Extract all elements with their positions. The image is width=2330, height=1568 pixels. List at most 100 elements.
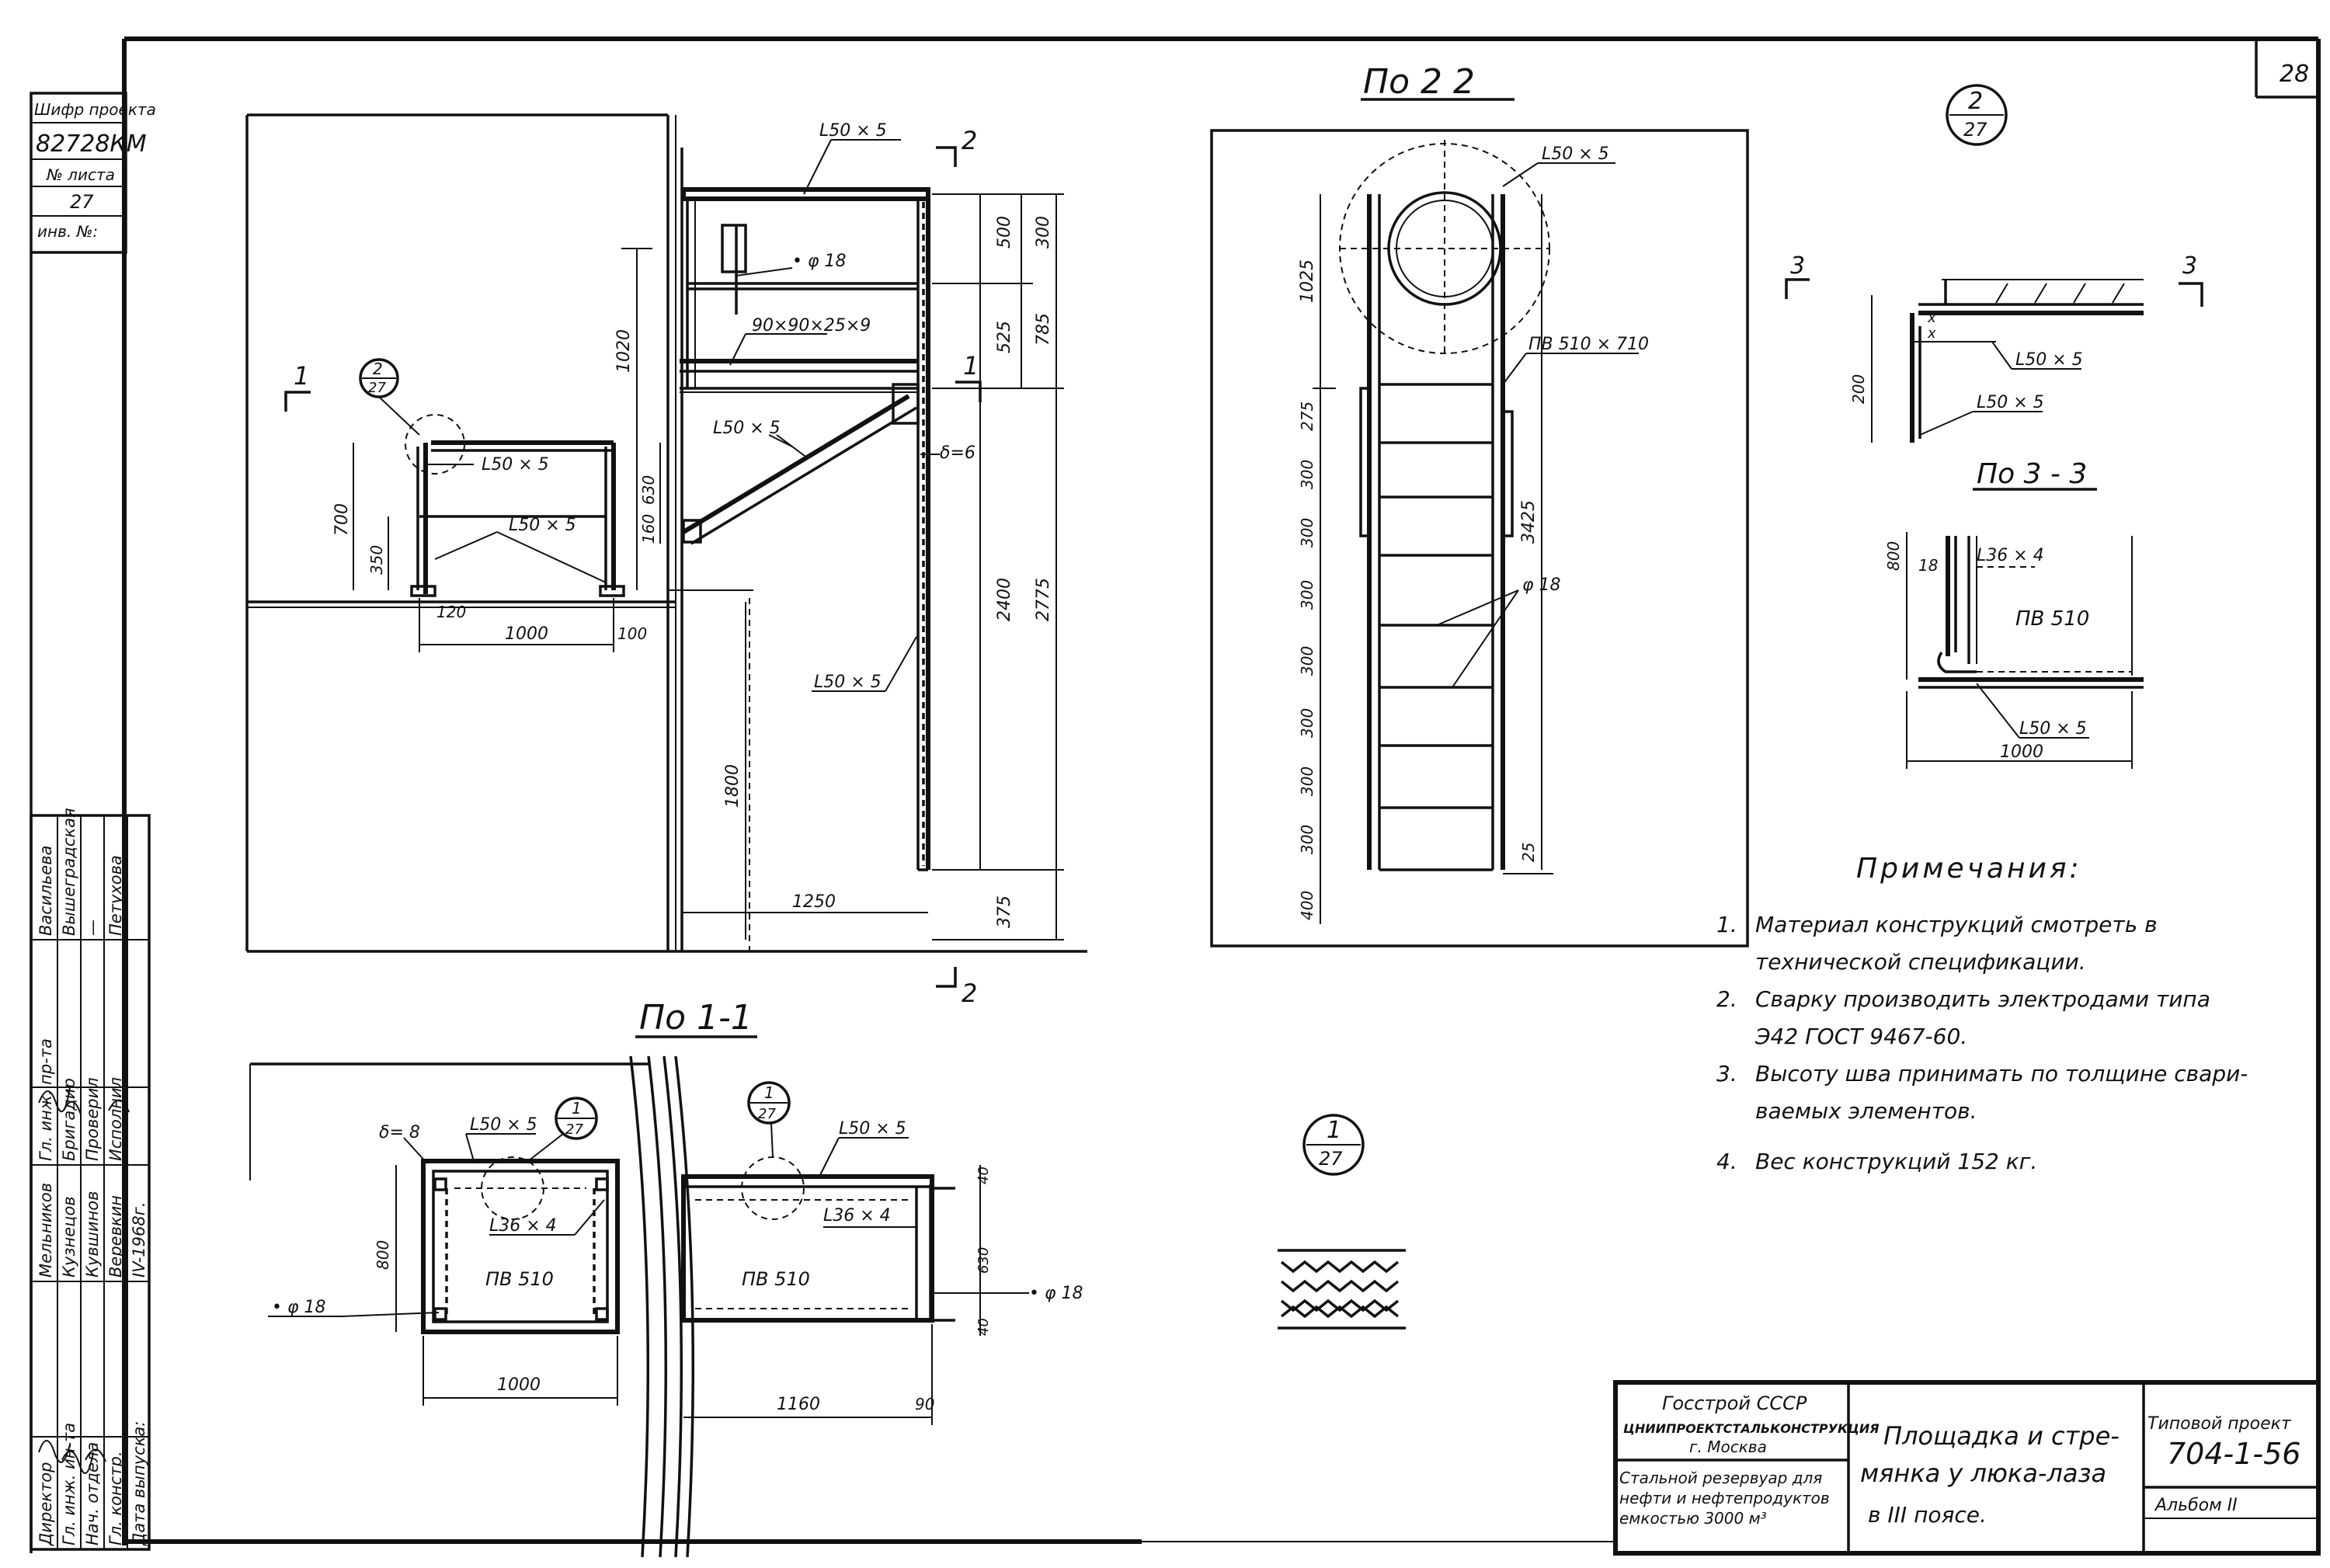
approval-name-2: Кувшинов <box>83 1191 102 1278</box>
approval-role-0: Директор <box>37 1462 55 1546</box>
stamp-sheet-no: 27 <box>70 191 94 213</box>
dim-525: 525 <box>995 321 1014 353</box>
approval-name-0: Мельников <box>37 1183 55 1278</box>
sec11-callout-a-den: 27 <box>565 1121 583 1138</box>
dim-2-2-300c: 300 <box>1298 580 1316 610</box>
dim-2-2-300d: 300 <box>1298 646 1316 676</box>
callout-den: 27 <box>368 380 386 396</box>
weld-mark: x <box>1927 310 1936 326</box>
approval-name-6: Вышеградская <box>60 808 78 936</box>
label-rail: L50 × 5 <box>482 455 549 475</box>
sec11-dim-40a: 40 <box>975 1166 992 1184</box>
dim-300: 300 <box>1034 216 1053 249</box>
dim-500: 500 <box>995 216 1014 249</box>
notes: Примечания: 1. Материал конструкций смот… <box>1716 853 2248 1174</box>
dim-785: 785 <box>1034 313 1053 346</box>
tb-org2: ЦНИИПРОЕКТСТАЛЬКОНСТРУКЦИЯ <box>1623 1421 1880 1436</box>
sec11-dim-1160: 1160 <box>777 1395 820 1414</box>
sec11-grating-b: ПВ 510 <box>742 1268 810 1290</box>
sheet-number: 28 <box>2280 61 2309 88</box>
tb-album: Альбом II <box>2154 1496 2238 1515</box>
detail-2-den: 27 <box>1963 119 1987 141</box>
detail-1-den: 27 <box>1319 1148 1343 1170</box>
note-2-line-2: Э42 ГОСТ 9467-60. <box>1754 1024 1967 1049</box>
approval-name-7: — <box>83 920 102 936</box>
sec11-rod-a: • φ 18 <box>272 1298 325 1317</box>
approval-name-1: Кузнецов <box>60 1196 78 1278</box>
side-stamp: Шифр проекта 82728КМ № листа 27 инв. №: <box>30 92 156 1553</box>
grating-pattern <box>1278 1249 1406 1330</box>
sec11-grating-a: ПВ 510 <box>485 1268 554 1290</box>
sec11-callout-a-num: 1 <box>572 1099 582 1118</box>
approval-role-3: Гл. констр. <box>106 1451 125 1545</box>
cut-mark-1-left: 1 <box>294 361 309 391</box>
detail-2-angle-top: L50 × 5 <box>2015 350 2083 370</box>
tb-drawing2: мянка у люка-лаза <box>1860 1458 2106 1488</box>
dim-2-2-3425: 3425 <box>1519 500 1539 544</box>
approval-name-5: Васильева <box>37 846 55 936</box>
sheet-frame: 28 <box>122 37 2321 1553</box>
note-3-line-1: Высоту шва принимать по толщине свари- <box>1755 1061 2248 1086</box>
approval-role-7: Проверил <box>83 1077 102 1161</box>
dim-120: 120 <box>436 603 466 621</box>
cut-mark-1-right: 1 <box>963 351 979 381</box>
callout-num: 2 <box>373 360 383 378</box>
sec11-dim-40b: 40 <box>975 1318 992 1336</box>
dim-2775: 2775 <box>1034 578 1053 621</box>
approval-strip: Директор Гл. инж. ин-та Нач. отдела Гл. … <box>30 808 151 1551</box>
approval-role-8: Исполнил <box>106 1077 125 1161</box>
sec11-angle-a: L50 × 5 <box>470 1115 537 1135</box>
label-grating-2-2: ПВ 510 × 710 <box>1528 335 1649 354</box>
label-angle-2-2: L50 × 5 <box>1542 144 1609 164</box>
label-bracket: 90×90×25×9 <box>752 316 871 336</box>
weld-mark: x <box>1927 325 1936 342</box>
dim-375: 375 <box>995 895 1014 928</box>
note-4-num: 4. <box>1716 1149 1737 1174</box>
sec33-dim-1000: 1000 <box>2000 742 2043 762</box>
note-3-num: 3. <box>1716 1061 1737 1086</box>
label-top-angle: L50 × 5 <box>819 121 887 141</box>
signature-mark <box>38 1440 106 1474</box>
detail-2-cut-left: 3 <box>1790 252 1805 280</box>
dim-1020: 1020 <box>614 329 634 373</box>
tb-typical-label: Типовой проект <box>2147 1414 2292 1434</box>
dim-630: 630 <box>639 475 658 505</box>
dim-2400: 2400 <box>995 578 1014 621</box>
sec11-dim-630: 630 <box>975 1247 992 1274</box>
tb-drawing3: в III поясе. <box>1868 1502 1987 1528</box>
dim-2-2-300a: 300 <box>1298 460 1316 489</box>
sec33-grating: ПВ 510 <box>2015 607 2089 631</box>
cut-mark-2-top: 2 <box>962 126 977 155</box>
section-1-1: По 1-1 1 27 1 <box>249 998 1083 1558</box>
dim-1800: 1800 <box>723 764 742 808</box>
sec33-angle-small: L36 × 4 <box>1977 546 2044 565</box>
dim-350: 350 <box>367 545 386 575</box>
approval-name-4: IV-1968г. <box>130 1202 148 1278</box>
dim-2-2-275: 275 <box>1298 402 1316 431</box>
note-4-line-1: Вес конструкций 152 кг. <box>1755 1149 2037 1174</box>
sec11-dim-1000: 1000 <box>497 1375 541 1395</box>
approval-role-4: Дата выпуска: <box>130 1421 148 1546</box>
section-1-1-title: По 1-1 <box>639 998 753 1038</box>
dim-2-2-300f: 300 <box>1298 767 1316 796</box>
note-1-line-1: Материал конструкций смотреть в <box>1755 912 2158 937</box>
label-rod: • φ 18 <box>792 252 846 271</box>
dim-2-2-25: 25 <box>1519 843 1538 862</box>
sec11-callout-b-den: 27 <box>758 1106 776 1122</box>
note-3-line-2: ваемых элементов. <box>1755 1098 1977 1124</box>
cut-mark-2-bottom: 2 <box>962 979 977 1008</box>
sec33-dim-18: 18 <box>1918 556 1938 575</box>
sec11-angle-small-b: L36 × 4 <box>823 1206 891 1226</box>
label-platform-rail: L50 × 5 <box>509 516 576 535</box>
sec11-rod-b: • φ 18 <box>1029 1284 1083 1303</box>
tb-drawing1: Площадка и стре- <box>1883 1421 2120 1451</box>
dim-2-2-300g: 300 <box>1298 825 1316 854</box>
approval-name-8: Петухова <box>106 855 125 936</box>
detail-2-num: 2 <box>1968 88 1983 115</box>
stamp-inv-label: инв. №: <box>37 222 98 241</box>
dim-2-2-1025: 1025 <box>1298 259 1317 303</box>
sec33-angle: L50 × 5 <box>2019 719 2087 739</box>
dim-1000-main: 1000 <box>505 624 548 644</box>
detail-2: 2 27 3 3 x x 200 L50 × 5 L50 × 5 <box>1785 84 2203 443</box>
